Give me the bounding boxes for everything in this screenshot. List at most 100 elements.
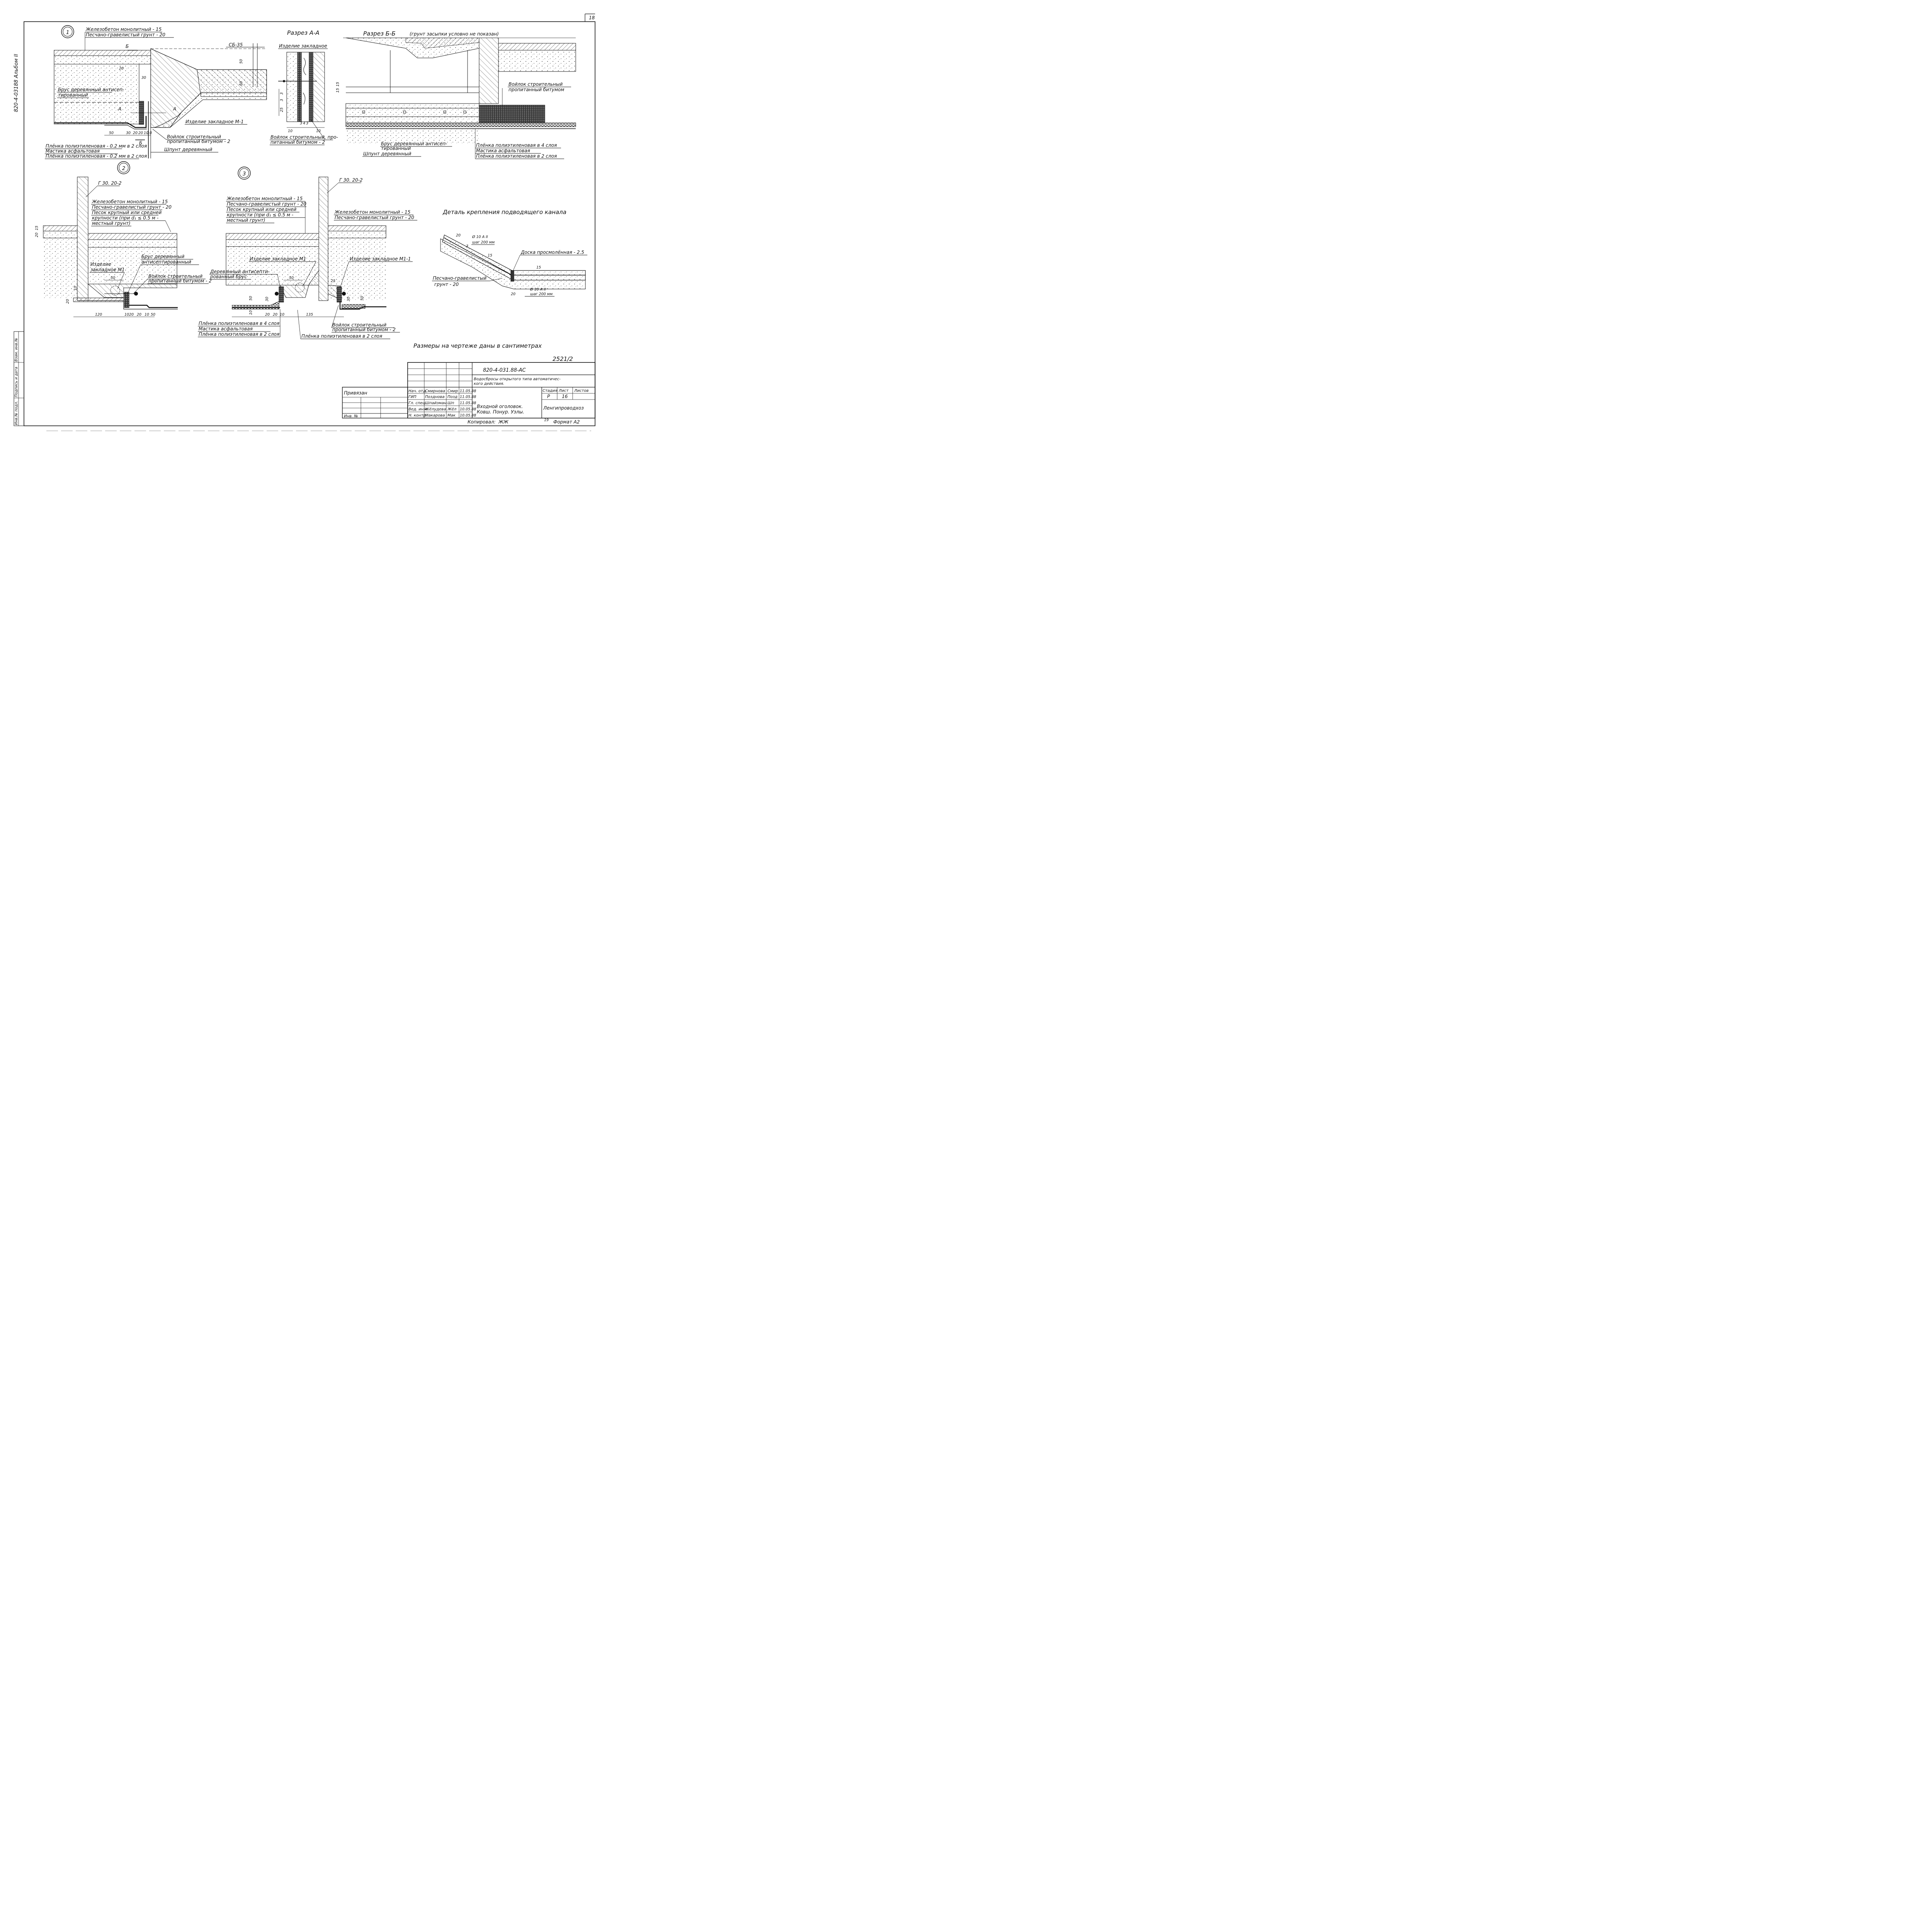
node2-l2: Песчано-гравелистый грунт - 20: [92, 204, 172, 210]
detail-doska: Доска просмолённая - 2.5: [520, 250, 584, 255]
node1-shpunt: Шпунт деревянный: [164, 147, 213, 152]
section-bb-voilok: Войлок строительный: [509, 82, 563, 87]
svg-text:Позд: Позд: [447, 395, 457, 399]
section-aa-izdelie: Изделие закладное: [279, 43, 327, 49]
section-aa: Разрез А-А Изделие закладное 3 3 25 10 1…: [270, 29, 338, 145]
node3-g: Г 30. 20-2: [339, 177, 363, 183]
tb-sheet-title2: Ковш. Понур. Узлы.: [477, 409, 524, 415]
tb-inv: Инв. №: [344, 414, 358, 418]
section-bb-brus2: тированный: [381, 146, 411, 151]
svg-text:120: 120: [95, 313, 102, 317]
node3-plenka1: Плёнка полиэтиленовая в 4 слоя: [199, 321, 279, 326]
svg-text:Шп: Шп: [447, 401, 454, 405]
svg-text:15: 15: [336, 88, 340, 93]
node2-izd: Изделие: [90, 262, 111, 267]
svg-text:10.05.88: 10.05.88: [460, 413, 476, 418]
node2-brus: Брус деревянный: [141, 254, 185, 259]
svg-text:20: 20: [133, 131, 138, 135]
svg-text:60: 60: [239, 81, 243, 86]
svg-text:20: 20: [35, 233, 39, 237]
tb-stage: Р: [547, 394, 550, 399]
node3-mastika: Мастика асфальтовая: [199, 326, 253, 332]
svg-text:20: 20: [66, 299, 70, 304]
node3-r2: Песчано-гравелистый грунт - 20: [335, 215, 414, 220]
svg-text:20: 20: [129, 313, 134, 317]
svg-text:11.05.88: 11.05.88: [460, 401, 476, 405]
tb-sheet-h: Лист: [558, 389, 569, 393]
section-bb-plenka2: Плёнка полиэтиленовая в 2 слоя: [476, 153, 557, 159]
node1-brus2: тированный: [58, 92, 88, 98]
node1-layer2: Песчано-гравелистый грунт - 20: [86, 32, 165, 37]
copied-by-signature: ЖЖ: [498, 419, 509, 425]
node1-voilok2: пропитанный битумом - 2: [167, 139, 230, 144]
svg-text:25: 25: [280, 107, 284, 112]
node2-voilok: Войлок строительный: [148, 274, 202, 279]
svg-text:Макарова: Макарова: [425, 413, 445, 418]
node1-brus: Брус деревянный антисеп-: [58, 87, 124, 92]
section-bb-voilok2: пропитанный битумом: [509, 87, 564, 92]
svg-text:20: 20: [265, 313, 270, 317]
svg-text:Смир: Смир: [447, 389, 458, 393]
node3-plenka2: Плёнка полиэтиленовая в 2 слоя: [199, 332, 279, 337]
svg-text:30: 30: [347, 297, 351, 301]
node-1: 1 Железобетон монолитный - 15 Песчано-гр…: [45, 25, 267, 159]
stamp-number: 2521/2: [553, 355, 573, 362]
detail-pesok: Песчано-гравелистый: [433, 276, 486, 281]
node2-l5: местный грунт): [92, 221, 131, 226]
node3-plenka3: Плёнка полиэтиленовая в 2 слоя: [301, 333, 382, 339]
node3-voilok2: пропитанный битумом - 2: [332, 327, 396, 332]
svg-text:20: 20: [511, 292, 515, 296]
title-block: Привязан Инв. № 820-4-031.88-АС Водосбро…: [342, 362, 595, 418]
tb-project: Водосбросы открытого типа автоматичес-: [474, 377, 561, 381]
tb-stage-h: Стадия: [543, 389, 557, 393]
svg-text:10: 10: [288, 129, 293, 133]
svg-text:11.05.88: 11.05.88: [460, 389, 476, 393]
detail-channel: Деталь крепления подводящего канала 20 3…: [432, 209, 587, 297]
svg-text:10: 10: [316, 129, 321, 133]
section-bb-plenka1: Плёнка полиэтиленовая в 4 слоя: [476, 143, 557, 148]
node3-l5: местный грунт): [227, 218, 265, 223]
vzam-label: Взам. инв.№: [14, 338, 19, 362]
svg-text:10: 10: [145, 313, 149, 317]
svg-text:50: 50: [289, 276, 294, 280]
svg-text:15: 15: [35, 226, 39, 230]
svg-text:10: 10: [280, 313, 284, 317]
podpis-label: Подпись и дата: [14, 367, 19, 397]
svg-text:4: 4: [303, 121, 305, 126]
section-bb-mastika: Мастика асфальтовая: [476, 148, 530, 153]
svg-text:10: 10: [144, 131, 148, 135]
detail-rebar1: Ø 10 А II: [472, 235, 488, 239]
svg-text:50: 50: [109, 131, 114, 135]
format-label: Формат А2: [553, 419, 580, 425]
node1-marker: 1: [66, 30, 69, 36]
album-code: 820-4-03188 Альбом II: [14, 54, 19, 112]
section-bb: Разрез Б-Б (грунт засыпки условно не пок…: [336, 30, 576, 159]
svg-text:135: 135: [306, 313, 313, 317]
node-2: 2 Г 30. 20-2 Железобетон монолитный - 15…: [35, 161, 212, 317]
node-3: 3 Г 30. 20-2 Железобетон монолитный - 15…: [198, 167, 417, 339]
node3-marker: 3: [243, 171, 246, 177]
page-number: 18: [589, 15, 595, 20]
svg-text:50: 50: [239, 59, 243, 64]
node2-l1: Железобетон монолитный - 15: [92, 199, 168, 204]
node1-layer1: Железобетон монолитный - 15: [85, 27, 162, 32]
drawing-canvas: 18 820-4-03188 Альбом II Инв.№ подл. Под…: [14, 14, 595, 431]
node2-marker: 2: [122, 166, 125, 172]
node3-l3: Песок крупный или средней: [227, 207, 296, 212]
svg-text:50: 50: [151, 313, 155, 317]
detail-rebar2: Ø 10 А II: [530, 287, 546, 292]
section-aa-title: Разрез А-А: [287, 29, 320, 36]
tb-org: Ленгипроводхоз: [543, 405, 584, 411]
svg-text:30: 30: [141, 76, 146, 80]
detail-pesok2: грунт - 20: [434, 282, 459, 287]
svg-text:10: 10: [147, 131, 152, 135]
svg-text:Гл. спец.: Гл. спец.: [408, 401, 427, 405]
node3-r1: Железобетон монолитный - 15: [334, 209, 410, 215]
node3-l2: Песчано-гравелистый грунт - 20: [227, 201, 306, 207]
svg-text:50: 50: [249, 296, 253, 301]
svg-text:Вед. инж.: Вед. инж.: [408, 407, 429, 412]
node1-izdelie: Изделие закладное М-1: [185, 119, 244, 124]
svg-text:30: 30: [265, 297, 269, 301]
svg-text:20: 20: [138, 131, 143, 135]
tb-sheet-title: Входной оголовок.: [477, 404, 523, 409]
